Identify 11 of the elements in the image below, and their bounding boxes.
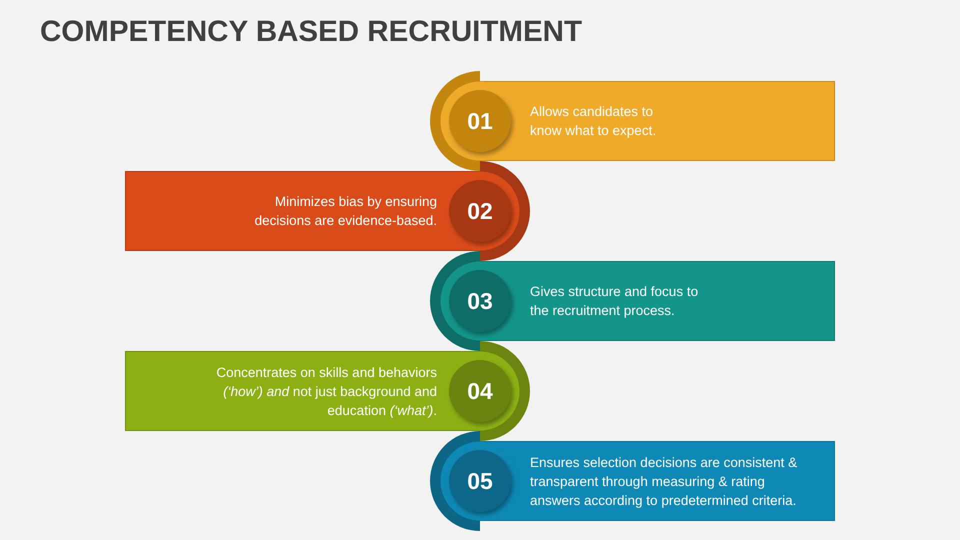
step-description: Allows candidates to know what to expect. bbox=[530, 103, 658, 140]
step-number: 02 bbox=[467, 200, 493, 222]
title: COMPETENCY BASED RECRUITMENT bbox=[40, 17, 582, 46]
step-description: Gives structure and focus to the recruitment process. bbox=[530, 283, 700, 320]
step-number: 04 bbox=[467, 380, 493, 402]
step-description: Ensures selection decisions are consistent & transparent through measuring & rating answers according to predetermined criteria. bbox=[530, 454, 798, 510]
step-number: 05 bbox=[467, 470, 493, 492]
step-description: Minimizes bias by ensuring decisions are evidence-based. bbox=[254, 193, 437, 230]
step-description: Concentrates on skills and behaviors (‘how’) and not just background and education (‘what’). bbox=[215, 364, 437, 420]
step-number: 01 bbox=[467, 110, 493, 132]
step-number: 03 bbox=[467, 290, 493, 312]
